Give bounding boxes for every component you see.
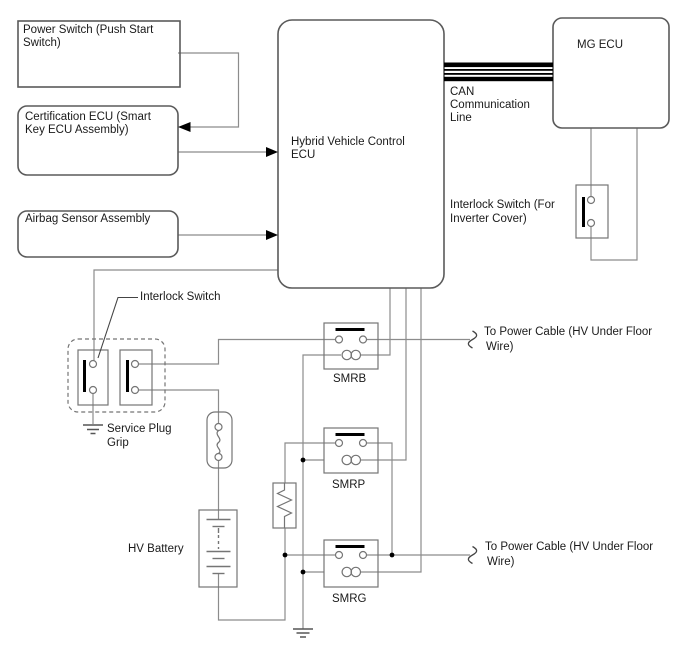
- power-switch-label-1: Power Switch (Push Start: [23, 24, 154, 36]
- power-cable-bottom-label-2: Wire): [487, 556, 515, 568]
- junction-dot-smrp-coil: [300, 457, 306, 463]
- arrowhead-airbag-to-hvecu: [266, 230, 278, 240]
- cable-break-bottom: [467, 545, 478, 565]
- hv-ecu-label-2: ECU: [291, 149, 316, 161]
- certification-ecu-label-2: Key ECU Assembly): [25, 124, 129, 136]
- wire-hvecu-to-smrp-coil: [361, 288, 407, 461]
- certification-ecu-box: [17, 105, 179, 176]
- service-plug-switch-symbol: [119, 349, 153, 406]
- wire-battery-negative-loop: [217, 555, 286, 621]
- interlock-inverter-label-1: Interlock Switch (For: [450, 199, 555, 211]
- airbag-sensor-box: [17, 210, 179, 258]
- service-plug-label-1: Service Plug: [107, 423, 172, 435]
- smrp-label: SMRP: [332, 479, 366, 491]
- wire-interlock-to-serviceplug: [138, 389, 220, 423]
- service-plug-label-2: Grip: [107, 437, 129, 449]
- resistor-symbol: [272, 482, 297, 529]
- relay-smrg-symbol: [323, 539, 379, 588]
- wire-interlock-to-smrb: [138, 338, 335, 365]
- certification-ecu-label-1: Certification ECU (Smart: [25, 111, 151, 123]
- interlock-switch-inverter-symbol: [575, 184, 609, 239]
- relay-smrb-symbol: [323, 322, 379, 370]
- hv-battery-label: HV Battery: [128, 543, 184, 555]
- can-label-1: CAN: [450, 86, 475, 98]
- wire-smrp-to-resistor: [284, 442, 336, 483]
- wire-hvecu-to-smrb-coil: [361, 288, 391, 356]
- service-plug-fuse-symbol: [206, 411, 233, 469]
- can-label-3: Line: [450, 112, 472, 124]
- interlock-switch-symbol: [77, 349, 109, 406]
- power-cable-top-label-1: To Power Cable (HV Under Floor: [484, 326, 653, 338]
- arrowhead-certecu-to-hvecu: [266, 147, 278, 157]
- can-label-2: Communication: [450, 99, 530, 111]
- wire-hvecu-to-interlock: [93, 269, 278, 360]
- mg-ecu-label: MG ECU: [577, 39, 623, 51]
- relay-smrp-symbol: [323, 427, 379, 474]
- interlock-switch-label: Interlock Switch: [140, 291, 221, 303]
- smrg-label: SMRG: [332, 593, 367, 605]
- smrb-label: SMRB: [333, 373, 367, 385]
- hv-ecu-label-1: Hybrid Vehicle Control: [291, 136, 405, 148]
- junction-dot-resistor: [282, 552, 288, 558]
- hv-ecu-box: [277, 19, 445, 289]
- wires: [92, 52, 638, 629]
- arrowhead-to-certecu: [178, 122, 191, 132]
- ground-symbol-interlock: [83, 424, 103, 435]
- can-communication-lines: [444, 62, 553, 82]
- wire-hvecu-to-smrg-coil: [361, 288, 422, 573]
- ground-symbol-relays: [293, 628, 313, 638]
- wire-smrp-to-smrg: [366, 442, 393, 555]
- interlock-label-leader-line: [97, 296, 138, 359]
- power-cable-bottom-label-1: To Power Cable (HV Under Floor: [485, 541, 654, 553]
- cable-break-top: [467, 330, 478, 349]
- power-cable-top-label-2: Wire): [486, 341, 514, 353]
- power-switch-box: [17, 20, 181, 88]
- service-plug-dashed-box: [67, 338, 166, 413]
- airbag-sensor-label: Airbag Sensor Assembly: [25, 213, 151, 225]
- power-switch-label-2: Switch): [23, 37, 61, 49]
- mg-ecu-box: [552, 17, 670, 129]
- junction-dot-smrg-wire: [389, 552, 395, 558]
- wire-invinterlock-to-mgecu: [590, 128, 638, 261]
- interlock-inverter-label-2: Inverter Cover): [450, 213, 527, 225]
- wire-powerswitch-to-certecu: [178, 52, 240, 128]
- junction-dot-smrg-coil: [300, 569, 306, 575]
- hv-battery-symbol: [198, 509, 238, 588]
- wire-coil-ground-bus: [302, 354, 341, 629]
